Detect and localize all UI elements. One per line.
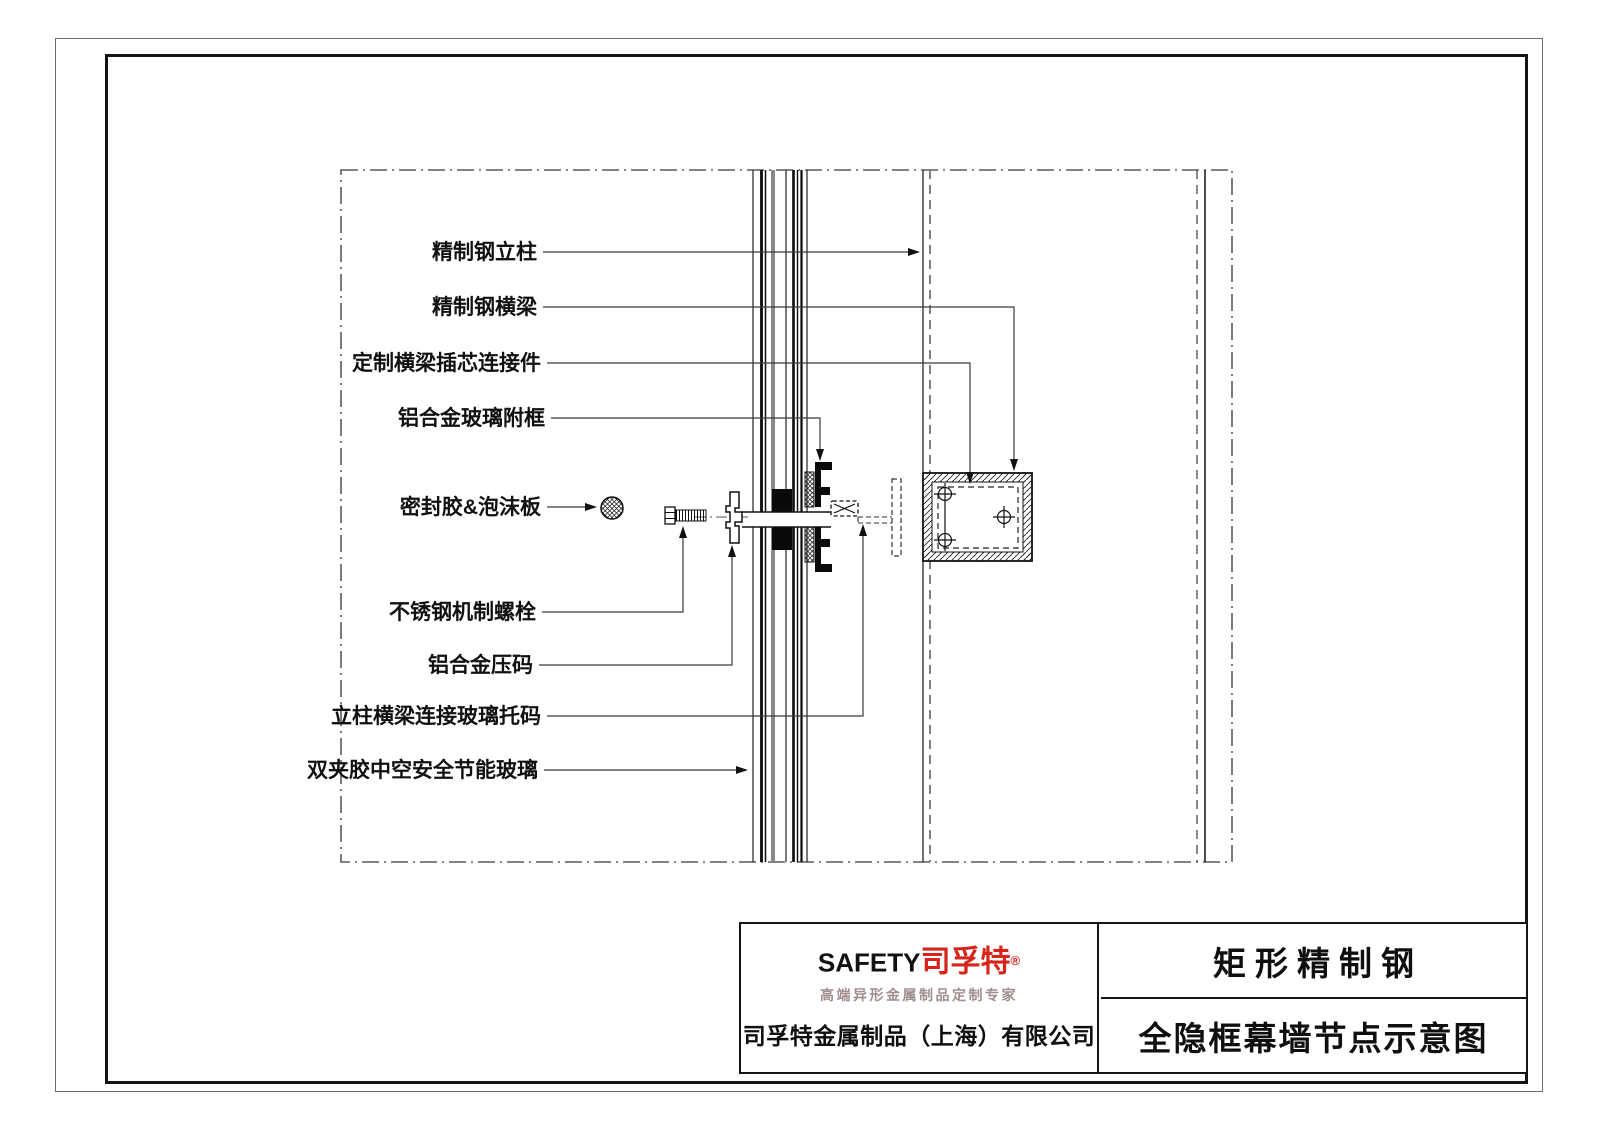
leader-lines xyxy=(539,251,1015,771)
steel-column-lines xyxy=(922,170,1206,862)
callout-labels: 精制钢立柱 精制钢横梁 定制横梁插芯连接件 铝合金玻璃附框 密封胶&泡沫板 不锈… xyxy=(307,240,545,782)
logo-brand-text: 司孚特 xyxy=(920,945,1011,979)
leader-arrowheads xyxy=(585,248,1018,774)
glass-subframe-profiles xyxy=(815,462,832,572)
label-refined-steel-column: 精制钢立柱 xyxy=(432,240,537,264)
label-double-laminated-ig-glass: 双夹胶中空安全节能玻璃 xyxy=(307,758,538,782)
logo-latin-text: SAFETY xyxy=(817,947,921,978)
gasket-strips xyxy=(804,471,815,563)
drawing-title: 全隐框幕墙节点示意图 xyxy=(1138,1021,1489,1058)
label-aluminum-pressure-block: 铝合金压码 xyxy=(428,653,533,677)
product-name-row: 矩形精制钢 xyxy=(1101,924,1526,999)
label-refined-steel-beam: 精制钢横梁 xyxy=(432,295,538,319)
product-name: 矩形精制钢 xyxy=(1213,946,1423,983)
title-block-title-cell: 矩形精制钢 全隐框幕墙节点示意图 xyxy=(1101,924,1526,1072)
company-logo: SAFETY司孚特® xyxy=(818,944,1020,984)
logo-tagline: 高端异形金属制品定制专家 xyxy=(820,987,1018,1004)
label-column-beam-glass-support: 立柱横梁连接玻璃托码 xyxy=(331,704,541,728)
steel-beam-section xyxy=(922,472,1033,562)
label-sealant-foam-rod: 密封胶&泡沫板 xyxy=(400,495,542,519)
pressure-block-profile xyxy=(725,491,743,544)
label-stainless-machine-bolt: 不锈钢机制螺栓 xyxy=(389,600,536,624)
sealant-foam-symbol xyxy=(600,496,624,520)
label-custom-beam-insert-connector: 定制横梁插芯连接件 xyxy=(352,351,541,375)
drawing-title-row: 全隐框幕墙节点示意图 xyxy=(1101,999,1526,1072)
bolt-position-icon xyxy=(934,483,1015,551)
glass-stack xyxy=(742,170,831,862)
company-name: 司孚特金属制品（上海）有限公司 xyxy=(742,1024,1096,1050)
title-block-company-cell: SAFETY司孚特® 高端异形金属制品定制专家 司孚特金属制品（上海）有限公司 xyxy=(741,924,1099,1072)
page-inner-border xyxy=(105,54,1528,1084)
label-aluminum-glass-subframe: 铝合金玻璃附框 xyxy=(398,406,545,430)
page-outer-border xyxy=(55,38,1543,1092)
glass-support-toggle xyxy=(830,478,902,557)
title-block: SAFETY司孚特® 高端异形金属制品定制专家 司孚特金属制品（上海）有限公司 … xyxy=(739,922,1528,1074)
bolt-symbol xyxy=(664,506,707,525)
logo-registered-mark: ® xyxy=(1010,953,1021,968)
